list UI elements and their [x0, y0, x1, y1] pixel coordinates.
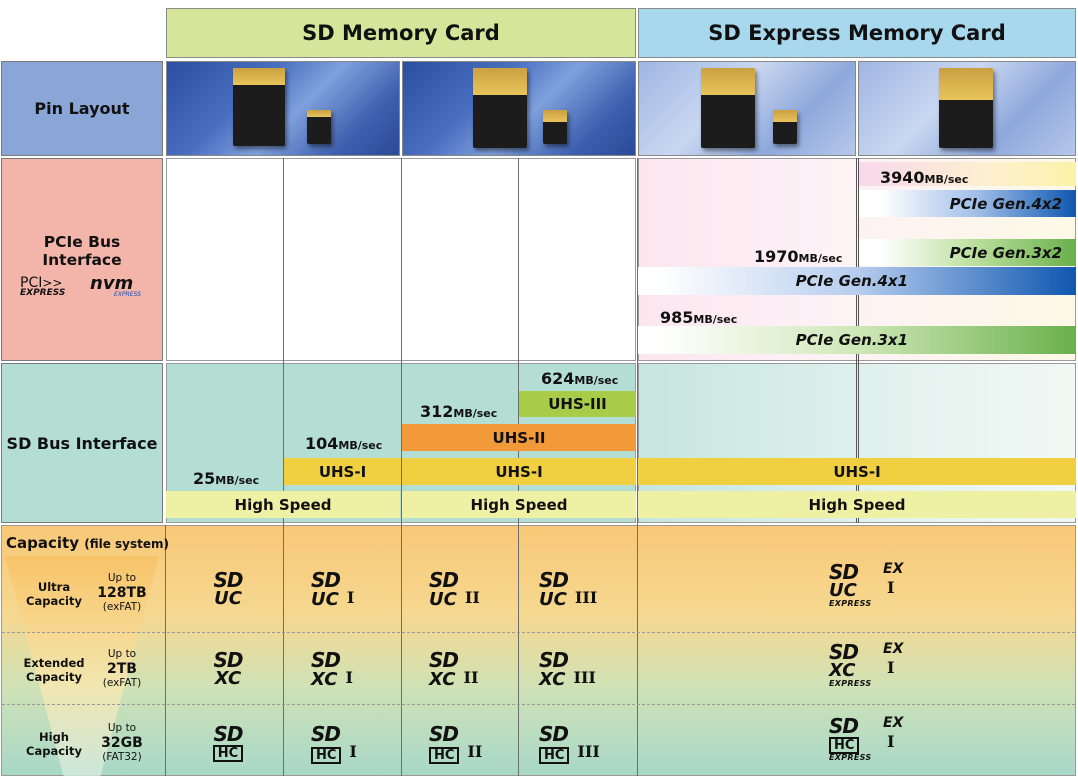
pin-layout-label: Pin Layout	[1, 61, 163, 156]
pin-layout-image-express	[638, 61, 856, 156]
pin-layout-image-uhs2	[402, 61, 636, 156]
speed-624: 624MB/sec	[541, 369, 619, 388]
speed-104: 104MB/sec	[305, 434, 383, 453]
sd-card-image	[233, 68, 285, 146]
speed-25: 25MB/sec	[193, 469, 260, 488]
sd-express-card-image	[939, 68, 993, 148]
pcie-gen3x2-bar: PCIe Gen.3x2	[859, 239, 1076, 266]
sd-express-card-image	[701, 68, 755, 148]
sd-card-image	[473, 68, 527, 148]
uhs1-bar-express: UHS-I	[638, 458, 1076, 485]
uhs2-bar: UHS-II	[402, 424, 636, 451]
microsd-card-image	[307, 110, 331, 144]
pcie-gen3x1-bar: PCIe Gen.3x1	[638, 326, 1076, 354]
high-speed-bar-express: High Speed	[638, 491, 1076, 518]
sd-bus-interface-label: SD Bus Interface	[1, 363, 163, 523]
capacity-area	[1, 525, 1076, 776]
uhs3-bar: UHS-III	[519, 391, 636, 417]
pcie-gen4x2-bar: PCIe Gen.4x2	[859, 190, 1076, 217]
microsd-card-image	[543, 110, 567, 144]
nvm-express-logo: nvm EXPRESS	[90, 273, 141, 298]
high-speed-bar-group2: High Speed	[402, 491, 636, 518]
pci-express-logo: PCI>> EXPRESS	[20, 275, 66, 298]
pcie-gen4x1-bar: PCIe Gen.4x1	[638, 267, 1076, 295]
high-speed-bar-group1: High Speed	[166, 491, 400, 518]
speed-312: 312MB/sec	[420, 402, 498, 421]
speed-985: 985MB/sec	[660, 308, 738, 327]
pcie-header-strip	[859, 162, 1076, 186]
capacity-title: Capacity (file system)	[6, 534, 169, 552]
sd-memory-card-header: SD Memory Card	[166, 8, 636, 58]
sd-express-card-header: SD Express Memory Card	[638, 8, 1076, 58]
speed-3940-label: 3940MB/sec	[880, 168, 969, 187]
pcie-bus-interface-label-cell: PCIe Bus Interface PCI>> EXPRESS nvm EXP…	[1, 158, 163, 361]
microsd-express-card-image	[773, 110, 797, 144]
pin-layout-image-uhs1	[166, 61, 400, 156]
pcie-bus-interface-label: PCIe Bus Interface	[42, 233, 122, 269]
uhs1-bar-sd-uhs2-group: UHS-I	[402, 458, 636, 485]
speed-1970: 1970MB/sec	[754, 247, 843, 266]
pin-layout-image-express-x2	[858, 61, 1076, 156]
uhs1-bar-sd-col2: UHS-I	[284, 458, 401, 485]
